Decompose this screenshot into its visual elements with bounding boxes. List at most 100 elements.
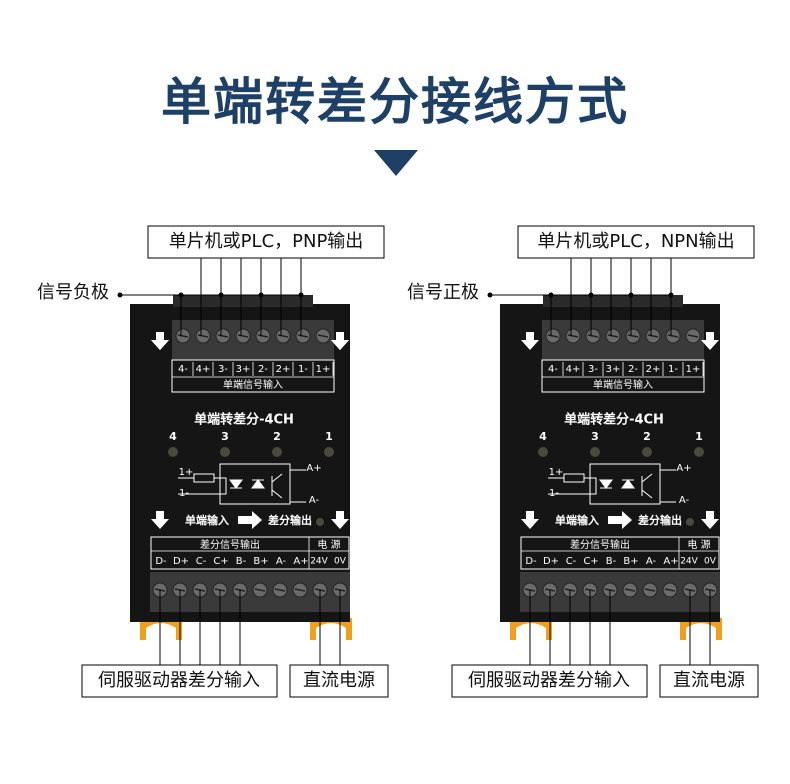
power-caption: 电 源 xyxy=(687,538,710,551)
wire-dot xyxy=(487,292,493,298)
channel-number: 2 xyxy=(273,430,281,443)
channel-number: 1 xyxy=(695,430,703,443)
din-foot xyxy=(140,618,182,640)
top-lip xyxy=(543,295,683,307)
output-caption: 差分信号输出 xyxy=(200,538,260,551)
output-screw-slot xyxy=(644,588,656,592)
input-terminal-label: 1+ xyxy=(316,364,331,375)
input-screw-slot xyxy=(197,334,209,338)
output-terminal-label: D+ xyxy=(173,556,189,567)
dc-label-box xyxy=(289,664,389,698)
flow-arrow-icon xyxy=(608,511,632,529)
output-terminal-label: D+ xyxy=(543,556,559,567)
power-terminal-label: 0V xyxy=(704,557,717,567)
model-name: 单端转差分-4CH xyxy=(564,412,664,428)
input-caption: 单端信号输入 xyxy=(223,378,283,391)
output-screw-slot xyxy=(664,588,676,592)
output-terminal-label: D- xyxy=(525,556,537,567)
input-terminal-block xyxy=(172,320,334,362)
input-screw-slot xyxy=(217,334,229,338)
arrow-down-icon xyxy=(331,511,349,529)
input-terminal-block xyxy=(542,320,704,362)
input-screw-slot xyxy=(277,334,289,338)
output-terminal-label: C- xyxy=(196,556,207,567)
input-terminal-label: 3+ xyxy=(236,364,251,375)
circuit-label-in-plus: 1+ xyxy=(549,467,564,478)
model-name: 单端转差分-4CH xyxy=(194,412,294,428)
power-terminal-label: 24V xyxy=(680,557,698,567)
input-terminal-label: 1- xyxy=(298,364,308,375)
output-terminal-label: B- xyxy=(606,556,617,567)
controller-label-box xyxy=(147,225,385,259)
input-screw-slot xyxy=(587,334,599,338)
circuit-label-out-minus: A- xyxy=(679,495,690,506)
controller-label: 单片机或PLC，PNP输出 xyxy=(169,231,364,252)
input-screw-slot xyxy=(647,334,659,338)
circuit-label-out-plus: A+ xyxy=(306,463,321,474)
input-terminal-label: 2+ xyxy=(646,364,661,375)
output-terminal-label: B+ xyxy=(623,556,638,567)
channel-led xyxy=(642,447,652,457)
circuit-label-out-minus: A- xyxy=(309,495,320,506)
input-terminal-label: 3- xyxy=(588,364,598,375)
input-terminal-label: 1- xyxy=(668,364,678,375)
wire-dot xyxy=(117,292,123,298)
input-screw-slot xyxy=(177,334,189,338)
photo-diode-symbol xyxy=(621,479,635,489)
status-led xyxy=(316,518,324,526)
power-caption: 电 源 xyxy=(317,538,340,551)
transistor-symbol xyxy=(641,469,676,503)
output-screw-slot xyxy=(624,588,636,592)
input-terminal-label: 4+ xyxy=(566,364,581,375)
output-screw-slot xyxy=(294,588,306,592)
channel-number: 4 xyxy=(539,430,547,443)
side-label: 信号负极 xyxy=(37,282,109,303)
servo-label-box xyxy=(451,664,648,698)
down-triangle-icon xyxy=(374,150,418,176)
channel-led xyxy=(694,447,704,457)
output-terminal-label: C+ xyxy=(583,556,598,567)
led-diode-symbol xyxy=(229,479,243,489)
input-screw-slot xyxy=(667,334,679,338)
controller-label-box xyxy=(517,225,755,259)
input-screw-slot xyxy=(317,334,329,338)
resistor-symbol xyxy=(563,473,585,483)
circuit-input-wires xyxy=(548,477,597,495)
input-screw-slot xyxy=(607,334,619,338)
input-terminal-label: 2- xyxy=(628,364,638,375)
servo-label: 伺服驱动器差分输入 xyxy=(468,670,630,691)
channel-number: 3 xyxy=(591,430,599,443)
input-screw-slot xyxy=(567,334,579,338)
output-terminal-label: C- xyxy=(566,556,577,567)
channel-led xyxy=(272,447,282,457)
channel-led xyxy=(220,447,230,457)
flow-to-label: 差分输出 xyxy=(268,513,312,527)
output-label-panel xyxy=(150,536,350,570)
input-screw-slot xyxy=(547,334,559,338)
optocoupler-box xyxy=(589,463,661,505)
flow-arrow-icon xyxy=(238,511,262,529)
output-terminal-label: A- xyxy=(646,556,657,567)
channel-led xyxy=(168,447,178,457)
controller-label: 单片机或PLC，NPN输出 xyxy=(537,231,734,252)
input-screw-slot xyxy=(687,334,699,338)
output-terminal-label: D- xyxy=(155,556,167,567)
input-terminal-label: 2- xyxy=(258,364,268,375)
dc-label: 直流电源 xyxy=(673,670,745,691)
channel-number: 1 xyxy=(325,430,333,443)
input-terminal-label: 3- xyxy=(218,364,228,375)
channel-led xyxy=(590,447,600,457)
output-screw-slot xyxy=(274,588,286,592)
input-terminal-label: 4- xyxy=(548,364,558,375)
input-screw-slot xyxy=(257,334,269,338)
servo-label-box xyxy=(81,664,278,698)
resistor-symbol xyxy=(193,473,215,483)
input-screw-slot xyxy=(297,334,309,338)
photo-diode-symbol xyxy=(251,479,265,489)
channel-number: 2 xyxy=(643,430,651,443)
led-diode-symbol xyxy=(599,479,613,489)
output-terminal-label: B+ xyxy=(253,556,268,567)
arrow-down-icon xyxy=(331,332,349,350)
